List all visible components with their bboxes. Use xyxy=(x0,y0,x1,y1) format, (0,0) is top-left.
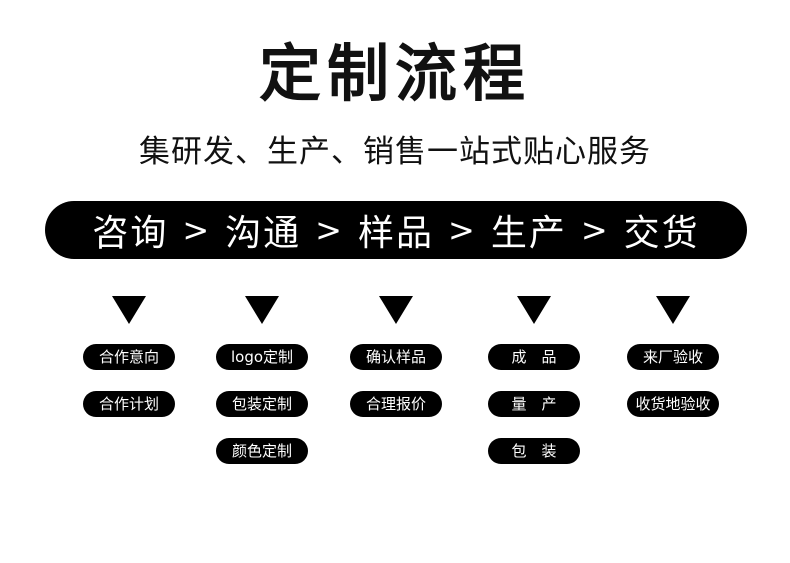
down-arrow-icon xyxy=(245,296,279,324)
detail-pill: 合理报价 xyxy=(350,391,442,417)
column-sample: 确认样品 合理报价 xyxy=(350,296,442,438)
flow-step-consult: 咨询 xyxy=(92,213,169,254)
detail-pill: 来厂验收 xyxy=(627,344,719,370)
page-subtitle: 集研发、生产、销售一站式贴心服务 xyxy=(139,134,651,170)
down-arrow-icon xyxy=(656,296,690,324)
detail-pill: 成 品 xyxy=(488,344,580,370)
down-arrow-icon xyxy=(517,296,551,324)
page-title: 定制流程 xyxy=(258,37,531,110)
flow-step-deliver: 交货 xyxy=(623,213,700,254)
detail-pill: 合作意向 xyxy=(83,344,175,370)
detail-pill: logo定制 xyxy=(216,344,308,370)
flow-step-communicate: 沟通 xyxy=(225,213,302,254)
detail-pill: 包装定制 xyxy=(216,391,308,417)
down-arrow-icon xyxy=(379,296,413,324)
column-deliver: 来厂验收 收货地验收 xyxy=(627,296,719,438)
flow-separator: > xyxy=(182,211,212,249)
process-flow-bar: 咨询 > 沟通 > 样品 > 生产 > 交货 xyxy=(45,201,747,259)
column-communicate: logo定制 包装定制 颜色定制 xyxy=(216,296,308,485)
detail-pill: 确认样品 xyxy=(350,344,442,370)
flow-separator: > xyxy=(448,211,477,249)
down-arrow-icon xyxy=(112,296,146,324)
flow-step-produce: 生产 xyxy=(490,213,567,254)
flow-separator: > xyxy=(580,211,610,249)
detail-pill: 量 产 xyxy=(488,391,580,417)
flow-separator: > xyxy=(315,211,344,249)
detail-pill: 颜色定制 xyxy=(216,438,308,464)
flow-step-sample: 样品 xyxy=(357,213,434,254)
column-consult: 合作意向 合作计划 xyxy=(83,296,175,438)
detail-pill: 合作计划 xyxy=(83,391,175,417)
detail-pill: 收货地验收 xyxy=(627,391,719,417)
detail-pill: 包 装 xyxy=(488,438,580,464)
column-produce: 成 品 量 产 包 装 xyxy=(488,296,580,485)
